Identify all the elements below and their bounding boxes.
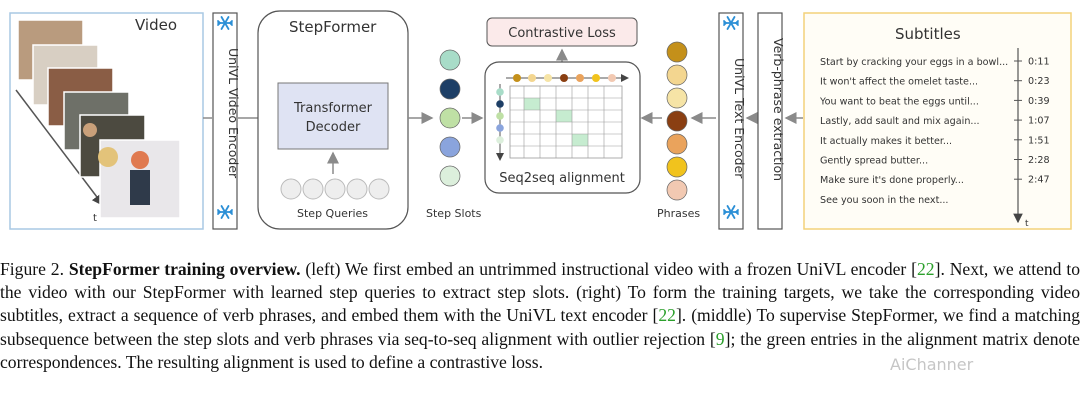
phrase-circle — [666, 87, 688, 109]
phrase-circle — [666, 156, 688, 178]
training-overview-figure: Video t UniVL Video Encoder StepFormer T… — [9, 10, 1072, 230]
figure-caption: Figure 2. StepFormer training overview. … — [0, 258, 1080, 374]
subtitle-timestamp: 0:11 — [1028, 57, 1050, 68]
subtitle-time-label: t — [1025, 219, 1029, 229]
phrase-dot — [560, 74, 568, 82]
subtitles-title: Subtitles — [895, 25, 961, 43]
slot-dot — [496, 136, 504, 144]
alignment-match-cell — [572, 134, 588, 146]
step-slots: Step Slots — [426, 49, 482, 220]
phrase-dot — [608, 74, 616, 82]
phrase-dot — [576, 74, 584, 82]
contrastive-loss-box: Contrastive Loss — [486, 17, 638, 47]
step-query-circle — [280, 178, 302, 200]
caption-text-3: ]. (middle) To supervise StepFormer, we … — [0, 305, 1080, 349]
step-slots-label: Step Slots — [426, 207, 482, 220]
time-arrow-icon — [15, 89, 104, 207]
person-head-icon — [131, 151, 149, 169]
caption-label: Figure 2. — [0, 259, 64, 279]
phrase-dot — [513, 74, 521, 82]
subtitle-timestamp: 2:47 — [1028, 175, 1050, 186]
phrase-dot — [528, 74, 536, 82]
subtitle-line: It actually makes it better... — [820, 136, 952, 147]
subtitle-line: You want to beat the eggs until... — [819, 96, 979, 107]
person-body-icon — [130, 170, 150, 205]
caption-text-2: ]. Next, we attend to the video with our… — [0, 259, 1080, 326]
video-panel: Video t — [9, 12, 204, 230]
step-queries-label: Step Queries — [297, 207, 368, 220]
caption-text-4: ]; the green entries in the alignment ma… — [0, 328, 1080, 372]
phrase-dot — [592, 74, 600, 82]
verb-extraction-block: Verb-phrase extraction — [757, 12, 786, 230]
step-slot-circle — [439, 107, 461, 129]
subtitle-line: See you soon in the next... — [820, 195, 948, 206]
citation-link[interactable]: 9 — [715, 328, 725, 349]
step-query-circle — [346, 178, 368, 200]
step-slot-circle — [439, 136, 461, 158]
caption-text-1: (left) We first embed an untrimmed instr… — [300, 259, 917, 279]
slot-dot — [496, 88, 504, 96]
subtitle-timestamp: 1:07 — [1028, 116, 1050, 127]
subtitle-timestamp: 0:23 — [1028, 76, 1050, 87]
subtitle-line: Lastly, add sault and mix again... — [820, 116, 980, 127]
subtitle-timestamp: 1:51 — [1028, 135, 1050, 146]
phrase-circle — [666, 41, 688, 63]
phrase-column: Phrases — [657, 41, 700, 220]
decoder-label-line1: Transformer — [293, 101, 373, 116]
alignment-match-cell — [524, 98, 540, 110]
slot-dot — [496, 112, 504, 120]
phrase-dot — [544, 74, 552, 82]
video-encoder-block: UniVL Video Encoder — [212, 12, 241, 230]
video-label: Video — [135, 16, 177, 34]
subtitle-line: Gently spread butter... — [820, 156, 928, 167]
alignment-label: Seq2seq alignment — [499, 171, 625, 186]
alignment-block: Seq2seq alignment — [484, 61, 641, 194]
slot-dot — [496, 100, 504, 108]
contrastive-loss-label: Contrastive Loss — [508, 26, 616, 41]
subtitle-timestamp: 0:39 — [1028, 96, 1050, 107]
step-query-circles — [280, 178, 390, 200]
slot-dot — [496, 124, 504, 132]
video-encoder-label: UniVL Video Encoder — [226, 48, 241, 179]
subtitles-panel: Subtitles t Start by cracking your eggs … — [803, 12, 1072, 230]
phrase-circle — [666, 133, 688, 155]
subtitle-timestamp: 2:28 — [1028, 155, 1050, 166]
phrase-circle — [666, 64, 688, 86]
phrase-circle — [666, 179, 688, 201]
citation-link[interactable]: 22 — [658, 305, 676, 326]
decoder-label-line2: Decoder — [306, 120, 361, 135]
step-slot-circle — [439, 49, 461, 71]
stepformer-title: StepFormer — [289, 18, 377, 36]
text-encoder-block: UniVL Text Encoder — [718, 12, 747, 230]
text-encoder-label: UniVL Text Encoder — [732, 58, 747, 179]
transformer-decoder-box — [277, 82, 389, 150]
video-frames — [17, 19, 181, 219]
subtitle-line: It won't affect the omelet taste... — [820, 77, 978, 88]
alignment-matrix — [496, 74, 629, 161]
phrase-circle — [666, 110, 688, 132]
watermark: AiChanner — [890, 355, 974, 374]
step-query-circle — [302, 178, 324, 200]
stepformer-block: StepFormer Transformer Decoder Step Quer… — [257, 10, 409, 230]
step-slot-circle — [439, 78, 461, 100]
step-slot-circle — [439, 165, 461, 187]
time-axis-label: t — [93, 213, 97, 224]
alignment-match-cell — [556, 110, 572, 122]
verb-extraction-label: Verb-phrase extraction — [771, 38, 786, 181]
subtitle-line: Start by cracking your eggs in a bowl... — [820, 57, 1008, 68]
citation-link[interactable]: 22 — [917, 259, 935, 279]
subtitle-line: Make sure it's done properly... — [820, 175, 964, 186]
caption-title: StepFormer training overview. — [68, 259, 301, 279]
step-query-circle — [368, 178, 390, 200]
phrases-label: Phrases — [657, 207, 700, 220]
step-query-circle — [324, 178, 346, 200]
